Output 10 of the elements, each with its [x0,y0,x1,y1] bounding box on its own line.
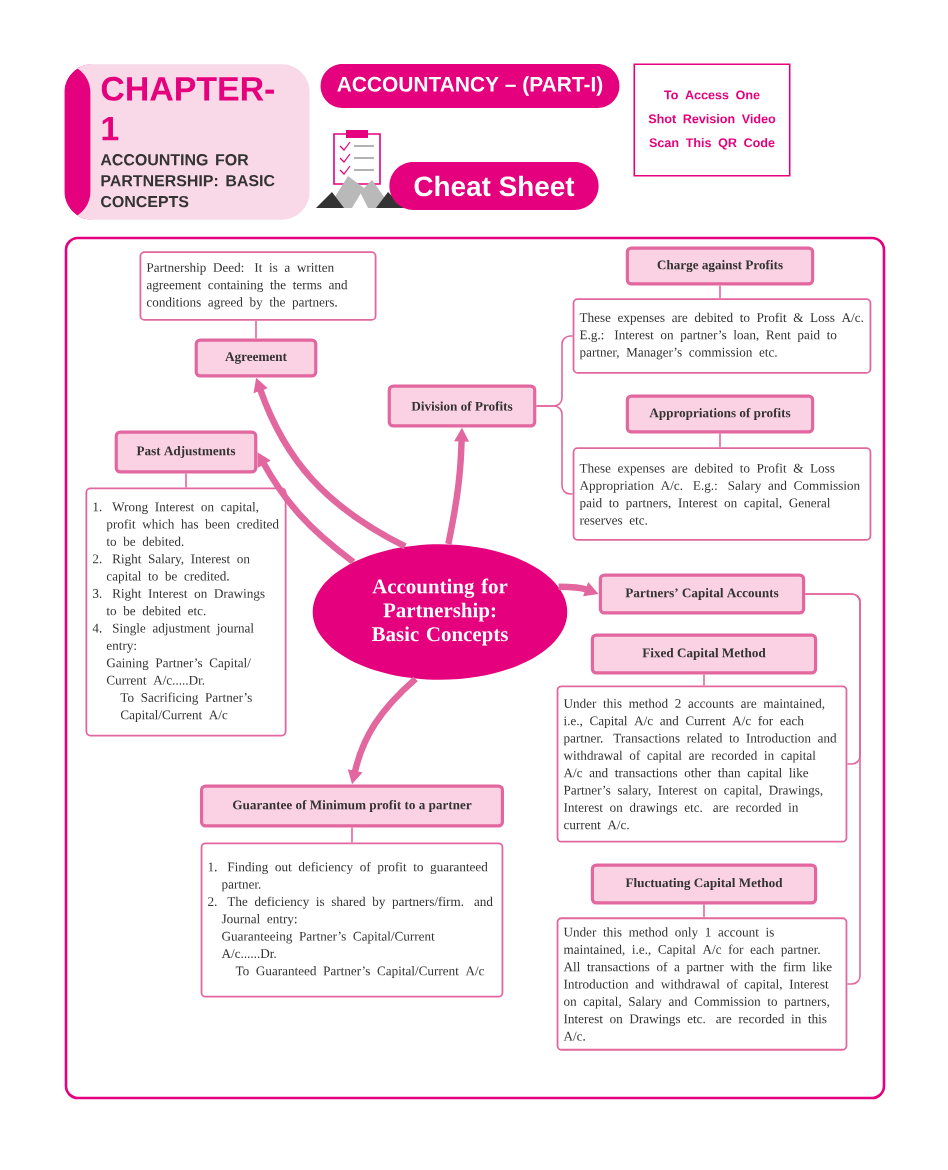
connector-line [185,472,187,489]
connector-line [535,405,574,495]
connector-line [719,284,721,300]
connector-line [719,432,721,449]
connector-line [351,826,353,844]
connector-line [703,673,705,687]
title-pill: Cheat Sheet [389,162,599,210]
title-pill: ACCOUNTANCY – (PART-I) [320,64,620,108]
connector-line [703,903,705,919]
connector-line [255,319,257,340]
